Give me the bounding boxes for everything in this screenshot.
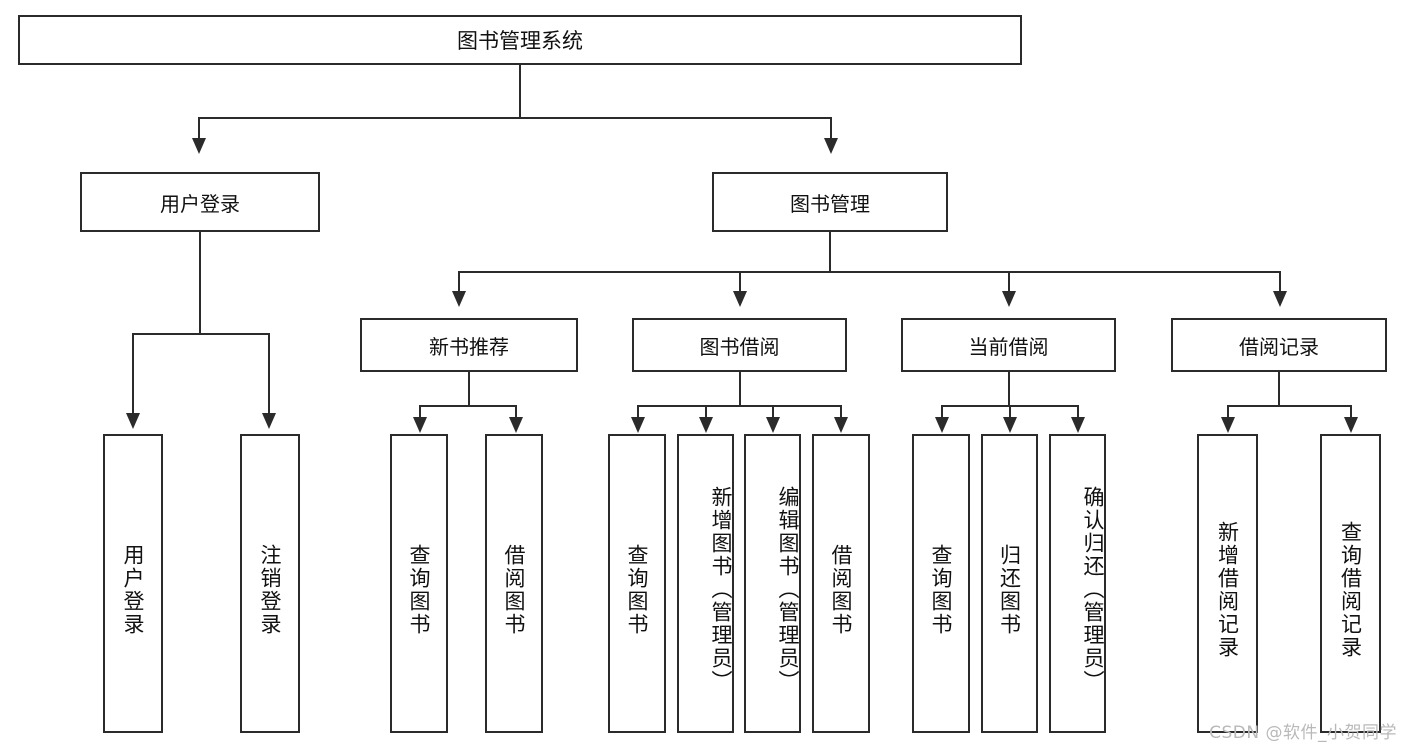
arrow-to-leaf-logout: [262, 413, 276, 429]
arrow-to-borrow-record: [1273, 291, 1287, 307]
arrow-to-leaf-add-book: [699, 417, 713, 433]
node-book-borrow-label: 图书借阅: [699, 334, 780, 359]
connector-bb-drop-1: [637, 405, 639, 419]
leaf-add-record-label: 新增借阅记录: [1215, 520, 1240, 659]
leaf-add-book-label: 新增图书（管理员）: [709, 486, 733, 693]
arrow-to-leaf-query-book-2: [631, 417, 645, 433]
node-new-book-recommend[interactable]: 新书推荐: [360, 318, 578, 372]
connector-root-drop-2: [830, 117, 832, 140]
arrow-to-leaf-borrow-book-2: [834, 417, 848, 433]
leaf-confirm-return-label: 确认归还（管理员）: [1081, 486, 1105, 693]
node-root[interactable]: 图书管理系统: [18, 15, 1022, 65]
leaf-edit-book-label: 编辑图书（管理员）: [776, 486, 800, 693]
connector-bm-drop-4: [1279, 271, 1281, 293]
leaf-query-book-3[interactable]: 查询图书: [912, 434, 970, 733]
arrow-to-user-login: [192, 138, 206, 154]
connector-br-bar: [1227, 405, 1351, 407]
node-user-login-label: 用户登录: [160, 191, 240, 216]
leaf-query-book-2-label: 查询图书: [625, 543, 650, 636]
leaf-borrow-book-2-label: 借阅图书: [829, 543, 854, 636]
leaf-query-record[interactable]: 查询借阅记录: [1320, 434, 1381, 733]
connector-cb-drop-1: [941, 405, 943, 419]
connector-bm-drop-1: [458, 271, 460, 293]
connector-bb-bar: [637, 405, 841, 407]
leaf-confirm-return[interactable]: 确认归还（管理员）: [1049, 434, 1106, 733]
node-root-label: 图书管理系统: [457, 29, 583, 53]
arrow-to-leaf-query-book-1: [413, 417, 427, 433]
connector-cb-stem: [1008, 372, 1010, 406]
node-book-borrow[interactable]: 图书借阅: [632, 318, 847, 372]
connector-user-login-drop-1: [132, 333, 134, 415]
leaf-add-book[interactable]: 新增图书（管理员）: [677, 434, 734, 733]
leaf-logout[interactable]: 注销登录: [240, 434, 300, 733]
connector-bb-drop-4: [840, 405, 842, 419]
connector-nbr-drop-1: [419, 405, 421, 419]
leaf-borrow-book-1[interactable]: 借阅图书: [485, 434, 543, 733]
arrow-to-leaf-confirm-return: [1071, 417, 1085, 433]
leaf-query-book-1[interactable]: 查询图书: [390, 434, 448, 733]
arrow-to-leaf-edit-book: [766, 417, 780, 433]
arrow-to-leaf-user-login: [126, 413, 140, 429]
connector-book-management-stem: [829, 232, 831, 272]
leaf-logout-label: 注销登录: [258, 543, 283, 636]
arrow-to-leaf-borrow-book-1: [509, 417, 523, 433]
node-new-book-recommend-label: 新书推荐: [429, 334, 509, 359]
arrow-to-current-borrow: [1002, 291, 1016, 307]
arrow-to-leaf-query-record: [1344, 417, 1358, 433]
node-current-borrow[interactable]: 当前借阅: [901, 318, 1116, 372]
connector-bb-drop-2: [705, 405, 707, 419]
leaf-add-record[interactable]: 新增借阅记录: [1197, 434, 1258, 733]
leaf-user-login-label: 用户登录: [121, 543, 146, 636]
leaf-query-book-3-label: 查询图书: [929, 543, 954, 636]
arrow-to-leaf-add-record: [1221, 417, 1235, 433]
connector-bm-drop-2: [739, 271, 741, 293]
connector-root-drop-1: [198, 117, 200, 140]
arrow-to-leaf-return-book: [1003, 417, 1017, 433]
leaf-edit-book[interactable]: 编辑图书（管理员）: [744, 434, 801, 733]
connector-nbr-drop-2: [515, 405, 517, 419]
leaf-return-book-label: 归还图书: [997, 543, 1022, 636]
leaf-query-book-2[interactable]: 查询图书: [608, 434, 666, 733]
arrow-to-leaf-query-book-3: [935, 417, 949, 433]
connector-root-bar: [198, 117, 832, 119]
leaf-borrow-book-1-label: 借阅图书: [502, 543, 527, 636]
node-borrow-record-label: 借阅记录: [1239, 334, 1319, 359]
watermark: CSDN @软件_小贺同学: [1209, 723, 1397, 743]
connector-bm-drop-3: [1008, 271, 1010, 293]
leaf-query-record-label: 查询借阅记录: [1338, 520, 1363, 659]
arrow-to-book-borrow: [733, 291, 747, 307]
arrow-to-book-management: [824, 138, 838, 154]
connector-user-login-drop-2: [268, 333, 270, 415]
node-current-borrow-label: 当前借阅: [968, 334, 1049, 359]
connector-cb-drop-3: [1077, 405, 1079, 419]
connector-bb-stem: [739, 372, 741, 406]
leaf-borrow-book-2[interactable]: 借阅图书: [812, 434, 870, 733]
node-user-login[interactable]: 用户登录: [80, 172, 320, 232]
arrow-to-new-book-recommend: [452, 291, 466, 307]
leaf-return-book[interactable]: 归还图书: [981, 434, 1038, 733]
node-book-management-label: 图书管理: [790, 191, 870, 216]
connector-bb-drop-3: [772, 405, 774, 419]
leaf-query-book-1-label: 查询图书: [407, 543, 432, 636]
connector-user-login-bar: [132, 333, 268, 335]
node-borrow-record[interactable]: 借阅记录: [1171, 318, 1387, 372]
connector-cb-drop-2: [1009, 405, 1011, 419]
connector-nbr-stem: [468, 372, 470, 406]
connector-br-drop-2: [1350, 405, 1352, 419]
connector-br-stem: [1278, 372, 1280, 406]
leaf-user-login[interactable]: 用户登录: [103, 434, 163, 733]
node-book-management[interactable]: 图书管理: [712, 172, 948, 232]
connector-br-drop-1: [1227, 405, 1229, 419]
connector-nbr-bar: [419, 405, 517, 407]
connector-root-stem: [519, 65, 521, 118]
connector-book-management-bar: [458, 271, 1280, 273]
connector-user-login-stem: [199, 232, 201, 334]
